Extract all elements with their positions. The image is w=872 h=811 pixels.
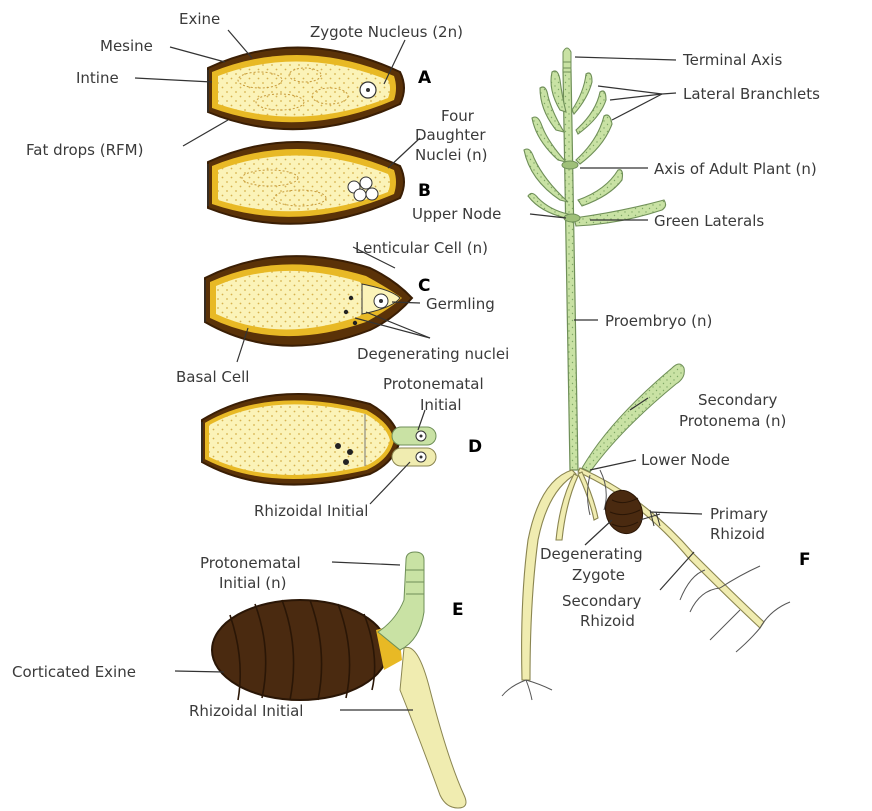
label-axis-adult: Axis of Adult Plant (n) [654, 160, 817, 178]
label-green-laterals: Green Laterals [654, 212, 764, 230]
label-terminal-axis: Terminal Axis [682, 51, 782, 69]
label-germling: Germling [426, 295, 495, 313]
letter-f: F [799, 550, 811, 570]
label-corticated-exine: Corticated Exine [12, 663, 136, 681]
label-mesine: Mesine [100, 37, 153, 55]
label-intine: Intine [76, 69, 119, 87]
label-primary-rhizoid-2: Rhizoid [710, 525, 765, 543]
letter-e: E [452, 600, 464, 620]
label-rhizoidal-initial-e: Rhizoidal Initial [189, 702, 303, 720]
label-primary-rhizoid-1: Primary [710, 505, 768, 523]
letter-b: B [418, 181, 431, 201]
label-nuclei: Nuclei (n) [415, 146, 488, 164]
label-exine: Exine [179, 10, 220, 28]
label-zygote-nucleus: Zygote Nucleus (2n) [310, 23, 463, 41]
label-degenerating-zygote-1: Degenerating [540, 545, 643, 563]
label-secondary-protonema-2: Protonema (n) [679, 412, 786, 430]
adult-plant-f [502, 48, 790, 700]
label-lateral-branchlets: Lateral Branchlets [683, 85, 820, 103]
label-lenticular-cell: Lenticular Cell (n) [355, 239, 488, 257]
label-protonematal-d2: Initial [420, 396, 462, 414]
label-protonematal-e1: Protonematal [200, 554, 301, 572]
label-secondary-rhizoid-2: Rhizoid [580, 612, 635, 630]
label-protonematal-e2: Initial (n) [219, 574, 287, 592]
label-lower-node: Lower Node [641, 451, 730, 469]
label-secondary-protonema-1: Secondary [698, 391, 778, 409]
letter-c: C [418, 276, 430, 296]
label-proembryo: Proembryo (n) [605, 312, 712, 330]
label-degenerating-zygote-2: Zygote [572, 566, 625, 584]
letter-a: A [418, 68, 432, 88]
label-fat-drops: Fat drops (RFM) [26, 141, 143, 159]
label-four: Four [441, 107, 475, 125]
label-upper-node: Upper Node [412, 205, 501, 223]
label-rhizoidal-initial-d: Rhizoidal Initial [254, 502, 368, 520]
zygote-b [208, 142, 404, 224]
label-daughter: Daughter [415, 126, 486, 144]
zygote-c [205, 256, 412, 346]
label-protonematal-d1: Protonematal [383, 375, 484, 393]
label-degenerating-nuclei: Degenerating nuclei [357, 345, 509, 363]
zygote-a [208, 47, 404, 129]
letter-d: D [468, 437, 482, 457]
label-basal-cell: Basal Cell [176, 368, 249, 386]
label-secondary-rhizoid-1: Secondary [562, 592, 642, 610]
